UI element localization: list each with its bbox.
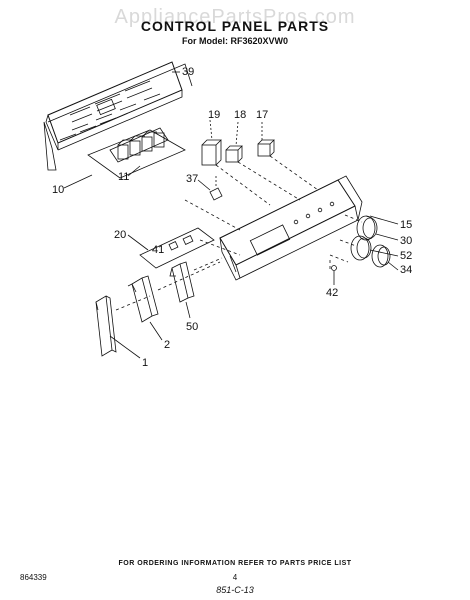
diagram-title: CONTROL PANEL PARTS bbox=[140, 18, 330, 34]
callout-30: 30 bbox=[400, 235, 412, 247]
callout-11: 11 bbox=[118, 171, 129, 183]
callout-19: 19 bbox=[208, 109, 220, 121]
callout-50: 50 bbox=[186, 321, 198, 333]
callout-39: 39 bbox=[182, 66, 194, 78]
callout-41: 41 bbox=[152, 244, 164, 256]
part-37-clip bbox=[209, 176, 223, 201]
document-code: 864339 bbox=[20, 573, 47, 582]
handwritten-note: 851-C-13 bbox=[216, 585, 254, 595]
callout-34: 34 bbox=[400, 264, 412, 276]
part-34-knob bbox=[371, 244, 391, 268]
callout-42: 42 bbox=[326, 287, 338, 299]
callout-18: 18 bbox=[234, 109, 246, 121]
watermark: AppliancePartsPros.com bbox=[114, 6, 356, 28]
part-15-control-panel bbox=[219, 175, 363, 281]
page-number: 4 bbox=[232, 573, 238, 582]
part-52-knob bbox=[350, 235, 372, 261]
ordering-note: FOR ORDERING INFORMATION REFER TO PARTS … bbox=[118, 560, 352, 567]
callout-17: 17 bbox=[256, 109, 268, 121]
part-30-knob bbox=[356, 215, 378, 241]
callout-20: 20 bbox=[114, 229, 126, 241]
part-50-side-bracket bbox=[169, 261, 195, 303]
part-18-switch bbox=[225, 121, 243, 163]
callout-2: 2 bbox=[164, 339, 170, 351]
callout-1: 1 bbox=[142, 357, 148, 369]
panel-guide-lines bbox=[115, 257, 223, 311]
part-17-switch bbox=[257, 122, 275, 157]
part-10-switch-bracket bbox=[87, 127, 186, 179]
part-2-end-cap bbox=[127, 275, 159, 323]
callout-15: 15 bbox=[400, 219, 412, 231]
callout-37: 37 bbox=[186, 173, 198, 185]
part-19-switch bbox=[201, 119, 222, 166]
part-39-rear-panel bbox=[43, 61, 193, 171]
part-1-end-trim bbox=[95, 295, 117, 357]
assembly-guide-lines bbox=[184, 155, 363, 270]
callout-52: 52 bbox=[400, 250, 412, 262]
model-subtitle: For Model: RF3620XVW0 bbox=[181, 36, 289, 46]
callout-10: 10 bbox=[52, 184, 64, 196]
part-20-clock-plate bbox=[139, 227, 215, 269]
part-42-screw bbox=[331, 265, 337, 285]
